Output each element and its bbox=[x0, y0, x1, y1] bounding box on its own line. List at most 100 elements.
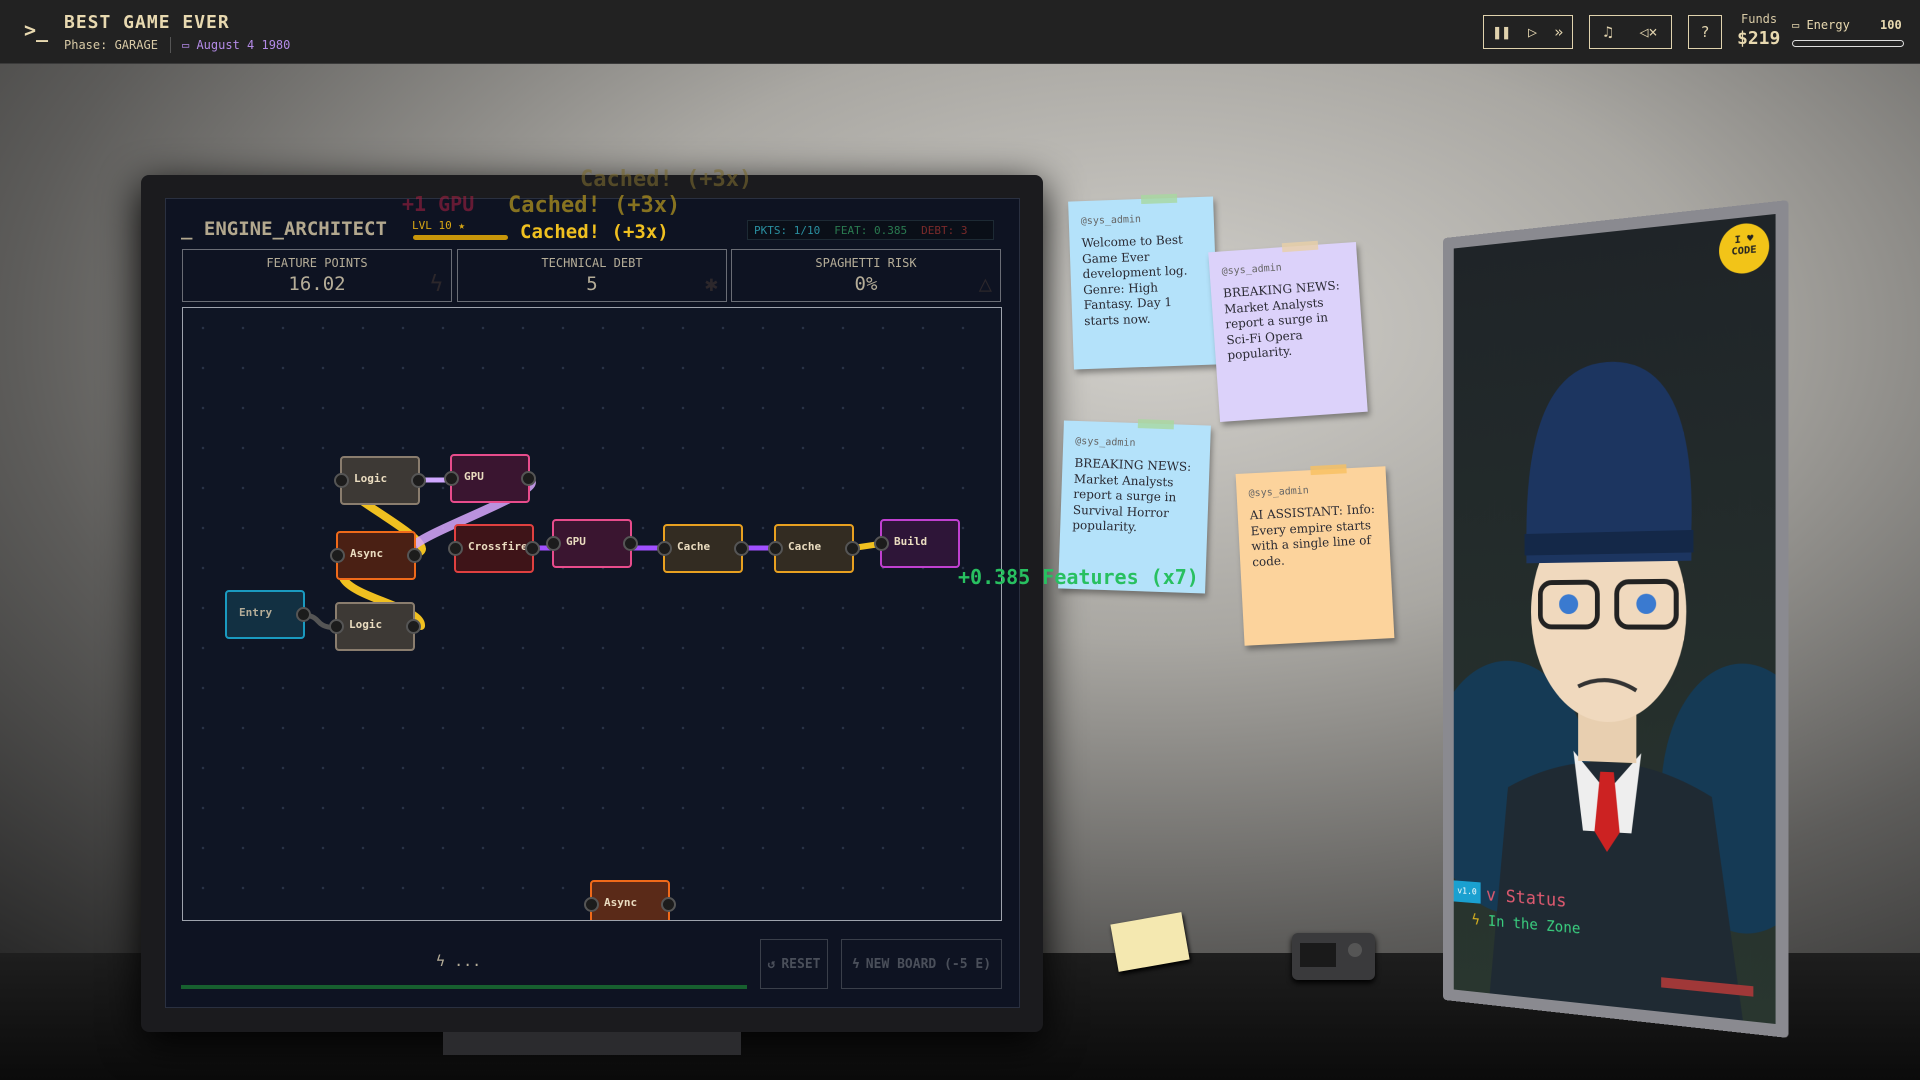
packet-stats: PKTS: 1/10 FEAT: 0.385 DEBT: 3 bbox=[747, 220, 994, 240]
node-label: Cache bbox=[677, 540, 711, 553]
fast-forward-icon[interactable]: » bbox=[1554, 23, 1564, 41]
stat-value: 5 bbox=[586, 273, 598, 295]
node-label: GPU bbox=[464, 470, 484, 483]
pause-icon[interactable]: ❚❚ bbox=[1492, 23, 1511, 41]
phase-label: Phase: GARAGE bbox=[64, 38, 158, 52]
node-crossfire[interactable]: Crossfire bbox=[448, 524, 540, 573]
date-label: ▭ August 4 1980 bbox=[182, 38, 290, 52]
node-label: GPU bbox=[566, 535, 586, 548]
float-cached: Cached! (+3x) bbox=[580, 167, 753, 192]
energy-value: 100 bbox=[1880, 18, 1902, 32]
packets-count: PKTS: 1/10 bbox=[754, 224, 821, 237]
level-progress bbox=[413, 235, 508, 240]
stat-technical-debt: TECHNICAL DEBT 5 ✱ bbox=[457, 249, 727, 302]
node-label: Crossfire bbox=[468, 540, 528, 553]
game-title: BEST GAME EVER bbox=[64, 12, 230, 33]
engine-title: _ ENGINE_ARCHITECT bbox=[181, 218, 387, 240]
note-author: @sys_admin bbox=[1075, 435, 1136, 449]
node-label: Logic bbox=[349, 618, 383, 631]
calendar-icon: ▭ bbox=[182, 38, 197, 52]
play-icon[interactable]: ▷ bbox=[1527, 23, 1538, 41]
features-gain-popup: +0.385 Features (x7) bbox=[958, 565, 1199, 589]
node-async[interactable]: Async bbox=[584, 880, 676, 920]
divider bbox=[170, 37, 171, 53]
node-label: Logic bbox=[354, 472, 388, 485]
lightning-icon: ϟ bbox=[851, 956, 860, 972]
desk-radio[interactable] bbox=[1292, 933, 1375, 980]
stat-feature-points: FEATURE POINTS 16.02 ϟ bbox=[182, 249, 452, 302]
stat-label: FEATURE POINTS bbox=[266, 256, 368, 270]
note-author: @sys_admin bbox=[1080, 214, 1142, 228]
portrait-screen: I ♥ CODE v1.0 v Status ϟ In the Zone bbox=[1443, 213, 1789, 1025]
node-logic[interactable]: Logic bbox=[334, 456, 426, 505]
note-author: @sys_admin bbox=[1248, 485, 1310, 500]
node-label: Async bbox=[350, 547, 384, 560]
note-text: BREAKING NEWS: Market Analysts report a … bbox=[1222, 278, 1341, 363]
stat-value: 16.02 bbox=[288, 273, 346, 295]
float-gpu: +1 GPU bbox=[402, 192, 475, 216]
node-gpu[interactable]: GPU bbox=[444, 454, 536, 503]
new-board-label: NEW BOARD (-5 E) bbox=[865, 956, 992, 972]
energy-label: ▭ Energy bbox=[1792, 18, 1850, 32]
node-label: Entry bbox=[239, 606, 273, 619]
note-text: AI ASSISTANT: Info: Every empire starts … bbox=[1249, 501, 1376, 570]
lightning-icon: ϟ bbox=[429, 272, 443, 297]
status-text: ... bbox=[454, 952, 482, 970]
battery-icon: ▭ bbox=[1792, 18, 1807, 32]
speed-controls: ❚❚ ▷ » bbox=[1483, 15, 1573, 49]
node-cache[interactable]: Cache bbox=[768, 524, 860, 573]
funds-label: Funds bbox=[1741, 12, 1778, 26]
reset-icon: ↺ bbox=[767, 956, 776, 972]
node-logic[interactable]: Logic bbox=[329, 602, 421, 651]
radio-knob bbox=[1348, 943, 1362, 957]
monitor-stand bbox=[443, 1032, 741, 1055]
node-label: Build bbox=[894, 535, 928, 548]
node-gpu[interactable]: GPU bbox=[546, 519, 638, 568]
top-bar: >_ BEST GAME EVER Phase: GARAGE ▭ August… bbox=[0, 0, 1920, 64]
reset-button[interactable]: ↺ RESET bbox=[760, 939, 828, 989]
warning-icon: △ bbox=[978, 272, 992, 297]
lightning-icon: ϟ bbox=[436, 952, 446, 970]
new-board-button[interactable]: ϟ NEW BOARD (-5 E) bbox=[841, 939, 1002, 989]
help-button[interactable]: ? bbox=[1688, 15, 1722, 49]
node-label: Async bbox=[604, 896, 638, 909]
float-cached: Cached! (+3x) bbox=[520, 221, 669, 243]
node-board[interactable]: Logic GPU Async Crossfire GPU Cache Cach… bbox=[182, 307, 1002, 921]
music-icon[interactable]: ♫ bbox=[1603, 23, 1613, 41]
mute-icon[interactable]: ◁× bbox=[1639, 23, 1658, 41]
audio-controls: ♫ ◁× bbox=[1589, 15, 1672, 49]
level-label: LVL 10 ★ bbox=[412, 219, 465, 232]
note-text: Welcome to Best Game Ever development lo… bbox=[1081, 232, 1188, 329]
energy-bar bbox=[1792, 40, 1904, 47]
float-cached: Cached! (+3x) bbox=[508, 193, 681, 218]
feat-count: FEAT: 0.385 bbox=[834, 224, 908, 237]
funds-value: $219 bbox=[1737, 28, 1781, 49]
date-text: August 4 1980 bbox=[196, 38, 291, 52]
stat-label: SPAGHETTI RISK bbox=[815, 256, 917, 270]
note-text: BREAKING NEWS: Market Analysts report a … bbox=[1072, 455, 1192, 535]
status-row: ϟ ... bbox=[436, 952, 481, 970]
reset-label: RESET bbox=[781, 956, 821, 972]
stat-label: TECHNICAL DEBT bbox=[541, 256, 643, 270]
node-cache[interactable]: Cache bbox=[657, 524, 749, 573]
stat-value: 0% bbox=[854, 273, 878, 295]
node-label: Cache bbox=[788, 540, 822, 553]
note-author: @sys_admin bbox=[1221, 262, 1283, 278]
version-badge: v1.0 bbox=[1453, 880, 1481, 904]
node-async[interactable]: Async bbox=[330, 531, 422, 580]
node-build[interactable]: Build bbox=[874, 519, 960, 568]
terminal-icon[interactable]: >_ bbox=[24, 18, 49, 42]
help-icon: ? bbox=[1700, 23, 1710, 41]
lightning-icon: ϟ bbox=[1471, 910, 1488, 930]
node-entry[interactable]: Entry bbox=[225, 590, 311, 639]
developer-avatar bbox=[1443, 356, 1789, 1021]
debt-count: DEBT: 3 bbox=[921, 224, 968, 237]
energy-text: Energy bbox=[1806, 18, 1850, 32]
developer-portrait[interactable]: I ♥ CODE v1.0 v Status ϟ In the Zone bbox=[1443, 200, 1789, 1038]
bug-icon: ✱ bbox=[704, 272, 718, 297]
board-progress-bar bbox=[181, 985, 747, 989]
stat-spaghetti-risk: SPAGHETTI RISK 0% △ bbox=[731, 249, 1001, 302]
